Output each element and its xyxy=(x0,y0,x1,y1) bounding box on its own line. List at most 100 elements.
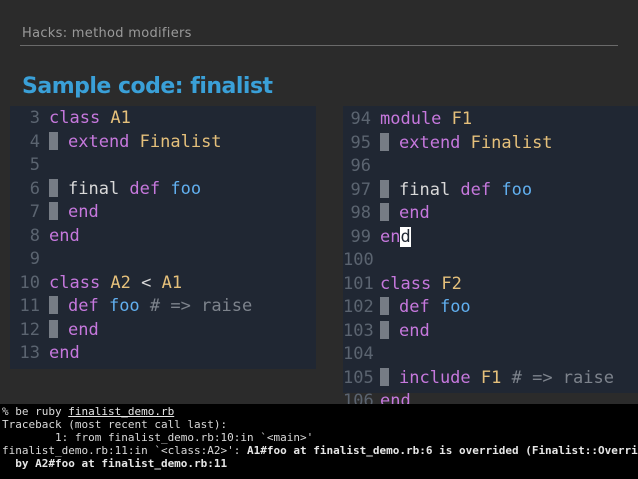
code-line: 101 class F2 xyxy=(343,273,638,297)
code-token: def xyxy=(460,179,502,200)
line-number: 9 xyxy=(29,249,40,269)
line-number: 103 xyxy=(343,320,374,341)
indent-guide xyxy=(380,297,389,315)
code-token: end xyxy=(399,320,430,341)
indent-guide xyxy=(380,132,389,151)
code-line: 96 xyxy=(343,155,638,179)
indent-guide xyxy=(49,178,58,197)
line-number: 4 xyxy=(29,131,40,152)
indent-guide xyxy=(380,179,389,198)
code-token: end xyxy=(68,202,99,222)
terminal-line: by A2#foo at finalist_demo.rb:11 xyxy=(0,457,638,470)
indent-guide xyxy=(380,203,389,221)
code-line: 100 xyxy=(343,249,638,273)
line-number: 10 xyxy=(19,272,40,293)
code-token: Finalist xyxy=(470,132,553,153)
code-token: F2 xyxy=(441,273,462,294)
code-token: en xyxy=(380,226,401,247)
indent-guide xyxy=(380,320,389,339)
line-number: 94 xyxy=(350,109,371,129)
code-token: F1 xyxy=(451,109,473,129)
code-token: foo xyxy=(501,179,533,200)
code-token: class xyxy=(380,273,442,294)
slide-header: Hacks: method modifiers xyxy=(22,26,192,41)
line-number: 96 xyxy=(350,156,371,176)
code-token: end xyxy=(49,225,80,246)
code-token: # => raise xyxy=(139,296,253,316)
code-line: 95 extend Finalist xyxy=(343,132,638,156)
line-number: 13 xyxy=(19,343,40,363)
code-line: 94 module F1 xyxy=(343,108,638,132)
line-number: 3 xyxy=(29,108,40,128)
code-line: 9 xyxy=(10,248,316,272)
line-number: 105 xyxy=(343,367,374,388)
terminal-text: finalist_demo.rb:11:in `<class:A2>': xyxy=(2,444,248,457)
line-number: 7 xyxy=(29,202,40,222)
indent-guide xyxy=(49,296,58,314)
code-token: def xyxy=(399,297,440,317)
code-token: def xyxy=(129,178,171,199)
code-token: Finalist xyxy=(139,131,222,152)
indent-guide xyxy=(380,367,389,386)
code-token: end xyxy=(399,203,430,223)
code-token: extend xyxy=(399,132,471,153)
indent-guide xyxy=(49,131,58,150)
line-number: 101 xyxy=(343,273,374,294)
code-line: 10 class A2 < A1 xyxy=(10,272,316,296)
terminal-line: Traceback (most recent call last): xyxy=(0,418,638,431)
terminal-text: % be ruby xyxy=(2,405,69,418)
line-number: 99 xyxy=(350,226,371,247)
code-line: 7 end xyxy=(10,201,316,225)
line-number: 95 xyxy=(350,132,371,153)
code-token: foo xyxy=(108,296,140,316)
line-number: 5 xyxy=(29,155,40,175)
terminal-text: A1#foo at finalist_demo.rb:6 is override… xyxy=(247,444,638,457)
code-token: F1 xyxy=(480,367,502,388)
code-token: include xyxy=(399,367,481,388)
text-cursor: d xyxy=(400,226,411,247)
slide-title: Sample code: finalist xyxy=(22,74,273,99)
code-token: def xyxy=(68,296,109,316)
code-line: 102 def foo xyxy=(343,296,638,320)
code-token: A2 xyxy=(110,272,131,293)
code-line: 13 end xyxy=(10,342,316,366)
code-token: class xyxy=(49,108,111,128)
line-number: 104 xyxy=(343,344,374,364)
terminal-line: % be ruby finalist_demo.rb xyxy=(0,405,638,418)
line-number: 11 xyxy=(19,296,40,316)
code-token: foo xyxy=(439,297,471,317)
code-token: foo xyxy=(170,178,202,199)
code-token: < xyxy=(130,272,162,293)
line-number: 102 xyxy=(343,297,374,317)
terminal-line: 1: from finalist_demo.rb:10:in `<main>' xyxy=(0,431,638,444)
code-token: module xyxy=(380,109,452,129)
header-divider xyxy=(20,45,618,46)
code-token: end xyxy=(68,319,99,340)
code-line: 6 final def foo xyxy=(10,178,316,202)
code-token: end xyxy=(49,343,80,363)
indent-guide xyxy=(49,202,58,220)
terminal-line: finalist_demo.rb:11:in `<class:A2>': A1#… xyxy=(0,444,638,457)
line-number: 6 xyxy=(29,178,40,199)
code-line: 103 end xyxy=(343,320,638,344)
code-line: 98 end xyxy=(343,202,638,226)
line-number: 8 xyxy=(29,225,40,246)
code-line: 11 def foo # => raise xyxy=(10,295,316,319)
code-token: A1 xyxy=(161,272,183,293)
indent-guide xyxy=(49,319,58,338)
code-token: final xyxy=(68,178,130,199)
terminal-text: Traceback (most recent call last): xyxy=(2,418,228,431)
code-token: class xyxy=(49,272,111,293)
line-number: 97 xyxy=(350,179,371,200)
line-number: 100 xyxy=(343,250,374,270)
line-number: 98 xyxy=(350,203,371,223)
code-line: 99 end xyxy=(343,226,638,250)
terminal-text: by A2#foo at finalist_demo.rb:11 xyxy=(2,457,228,470)
